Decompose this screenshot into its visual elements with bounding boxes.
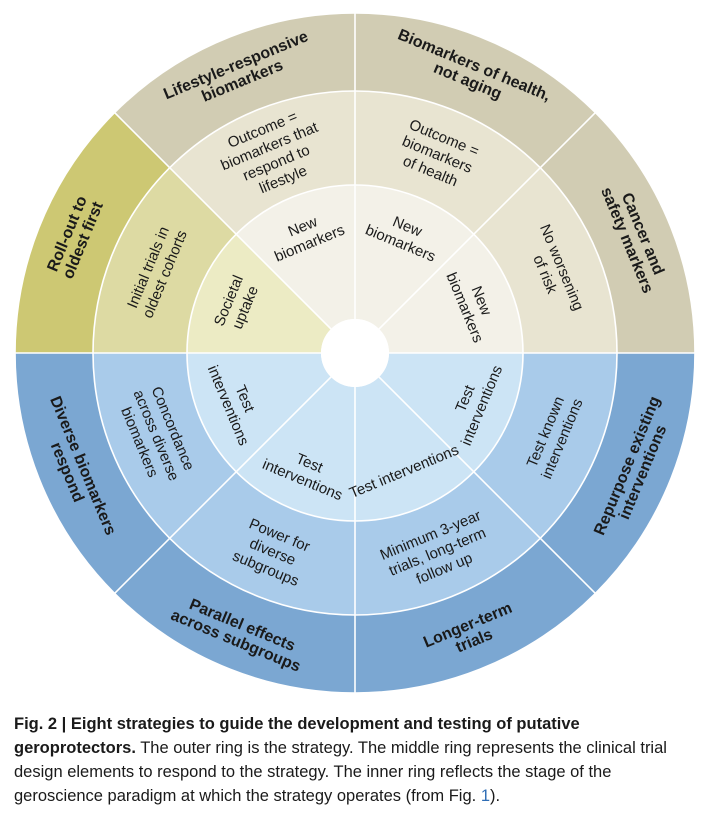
outer-ring-segment	[15, 353, 170, 594]
inner-ring-segment	[187, 353, 331, 472]
inner-ring-segment	[236, 185, 355, 329]
segment-divider	[114, 376, 332, 594]
caption-body: The outer ring is the strategy. The midd…	[14, 739, 667, 805]
outer-ring-segment	[114, 538, 355, 693]
ring-divider	[14, 12, 696, 694]
outer-ring-segment	[114, 13, 355, 168]
segment-divider	[378, 376, 596, 594]
caption-end: ).	[490, 787, 501, 805]
inner-ring-segment	[355, 185, 474, 329]
outer-ring-segment	[540, 353, 695, 594]
caption-figure-reference: 1	[480, 787, 490, 805]
segment-divider	[114, 112, 332, 330]
middle-ring-segment	[473, 353, 617, 539]
outer-ring-segment	[540, 112, 695, 353]
inner-ring-segment	[236, 377, 355, 521]
center-hub	[321, 319, 389, 387]
middle-ring-segment	[169, 91, 355, 235]
middle-ring-segment	[355, 471, 541, 615]
inner-ring-segment	[187, 234, 331, 353]
ring-divider	[92, 90, 618, 616]
figure-caption: Fig. 2 | Eight strategies to guide the d…	[14, 712, 694, 808]
caption-label: Fig. 2 |	[14, 715, 71, 733]
middle-ring-segment	[169, 471, 355, 615]
outer-ring-segment	[355, 13, 596, 168]
ring-dividers	[14, 12, 696, 694]
inner-ring-segment	[355, 377, 474, 521]
inner-ring-segment	[379, 353, 523, 472]
ring-divider	[186, 184, 524, 522]
middle-ring-segment	[93, 353, 237, 539]
middle-ring-segment	[93, 167, 237, 353]
outer-ring-segment	[355, 538, 596, 693]
inner-ring-segment	[379, 234, 523, 353]
caption-title: Eight strategies to guide the developmen…	[14, 715, 580, 757]
segment-divider	[378, 112, 596, 330]
middle-ring-segment	[355, 91, 541, 235]
middle-ring-segment	[473, 167, 617, 353]
outer-ring-segment	[15, 112, 170, 353]
